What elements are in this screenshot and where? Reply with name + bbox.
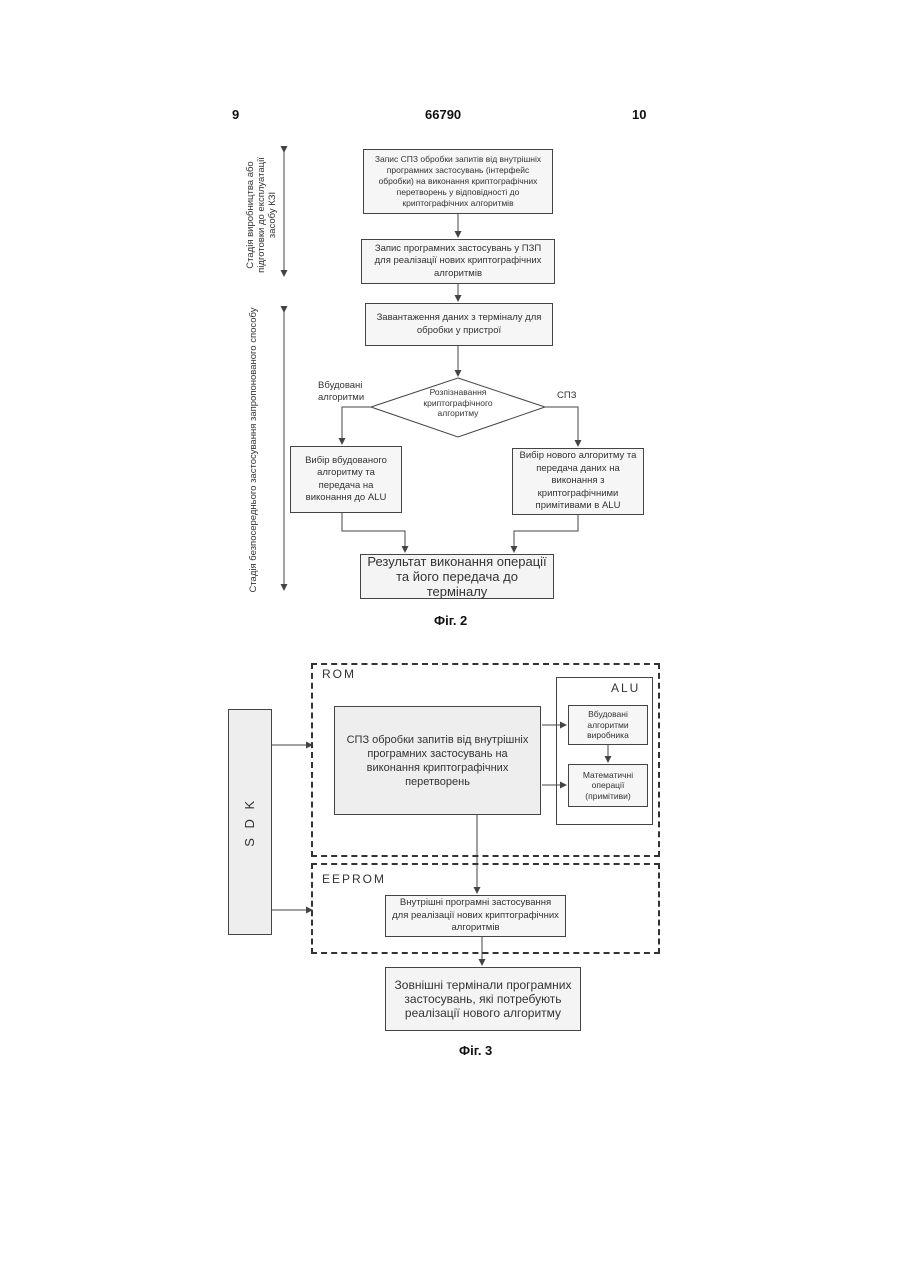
builtin-algorithms-box: Вбудовані алгоритми виробника xyxy=(568,705,648,745)
internal-applications-box: Внутрішні програмні застосування для реа… xyxy=(385,895,566,937)
fig3-caption: Фіг. 3 xyxy=(459,1043,492,1058)
sdk-block: S D K xyxy=(228,709,272,935)
spz-handler-box: СПЗ обробки запитів від внутрішніх прогр… xyxy=(334,706,541,815)
sdk-label: S D K xyxy=(244,798,257,847)
eeprom-label: EEPROM xyxy=(322,872,386,886)
rom-label: ROM xyxy=(322,667,356,681)
alu-label: ALU xyxy=(611,681,640,695)
external-terminals-box: Зовнішні термінали програмних застосуван… xyxy=(385,967,581,1031)
math-operations-box: Математичні операції (примітиви) xyxy=(568,764,648,807)
